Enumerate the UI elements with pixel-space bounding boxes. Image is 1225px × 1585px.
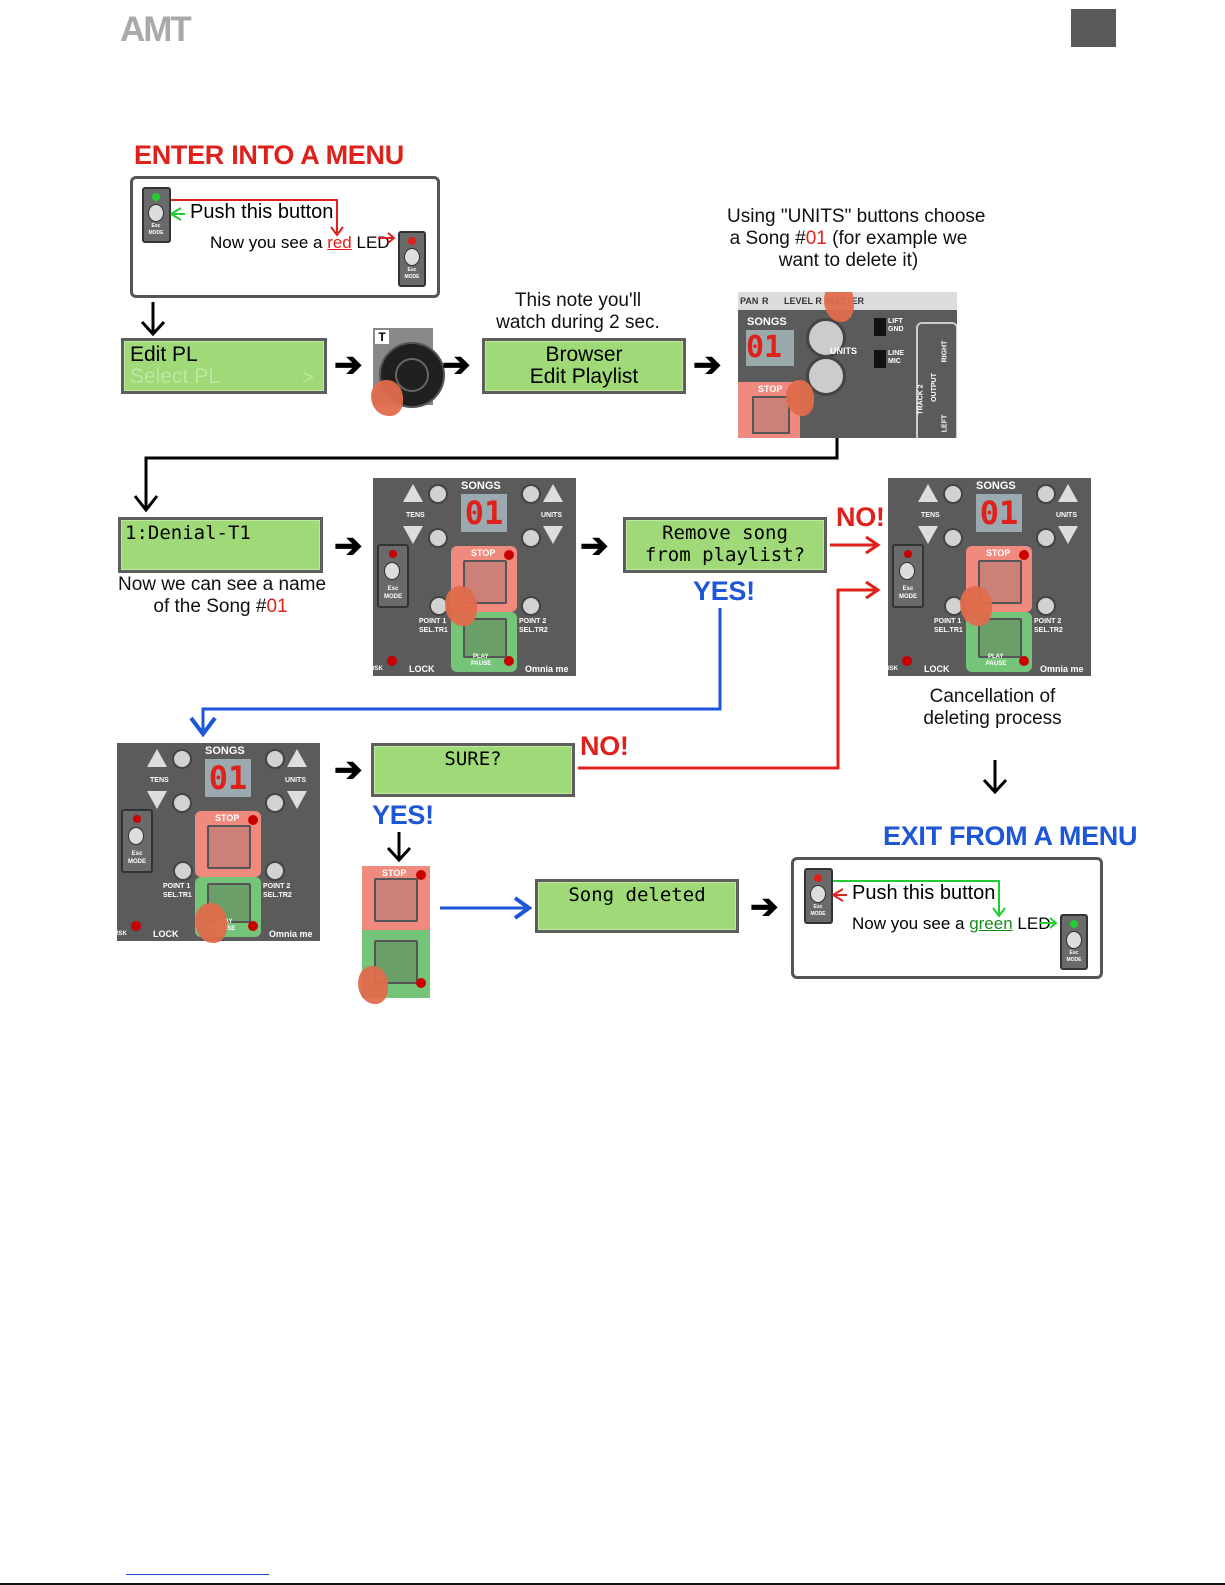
lcd-line-1: Browser [545,343,623,366]
seven-segment-display: 01 [205,759,251,797]
title-enter-menu: ENTER INTO A MENU [134,140,404,170]
exit-instruction-box: Esc MODE Push this button Now you see a … [791,857,1103,979]
hand-pointer-icon [195,903,227,943]
lcd-line-2: Select PL [130,365,220,388]
down-arrow-icon [980,758,1010,804]
answer-no-2: NO! [580,731,629,761]
seven-segment-display: 01 [976,494,1022,532]
esc-mode-button-icon: Esc MODE [121,809,153,873]
encoder-knob-photo: T [371,328,445,416]
lcd-song-deleted: Song deleted [535,879,739,933]
lcd-line-1: Song deleted [568,884,706,906]
amt-logo: AMT [120,12,193,44]
esc-mode-button-icon: Esc MODE [377,544,409,608]
right-arrow-icon: ➔ [334,751,363,789]
control-panel-play-pressed: TENS SONGS 01 UNITS Esc MODE STOP PLAY P… [117,743,320,943]
right-arrow-icon: ➔ [580,527,609,565]
hand-pointer-icon [445,586,477,626]
exit-push-text: Push this button [852,882,996,904]
hand-pointer-icon [358,966,388,1004]
right-arrow-icon: ➔ [693,346,722,384]
control-panel-stop-pressed-2: TENS SONGS 01 UNITS Esc MODE STOP PLAY P… [888,478,1091,676]
esc-mode-button-icon: Esc MODE [804,868,833,924]
title-exit-menu: EXIT FROM A MENU [883,821,1138,851]
esc-mode-button-icon: Esc MODE [398,231,426,287]
lcd-line-1: Remove song [662,522,788,544]
enter-now-text: Now you see a red LED [210,233,390,252]
hand-pointer-icon [960,586,992,626]
control-panel-stop-pressed: TENS SONGS 01 UNITS Esc MODE STOP PLAY P… [373,478,576,676]
down-arrow-icon [140,302,166,337]
esc-mode-button-icon: Esc MODE [892,544,924,608]
connector-arrow-icon [133,438,839,513]
right-arrow-icon: ➔ [750,888,779,926]
lcd-line-2: Edit Playlist [529,365,639,388]
down-arrow-icon [386,832,412,863]
lcd-line-1: Edit PL [130,343,198,366]
lcd-arrow: > [302,367,314,389]
answer-yes-1: YES! [693,576,755,606]
lcd-edit-pl: Edit PL Select PL > [121,338,327,394]
right-arrow-green-icon [1040,917,1058,929]
hand-pointer-icon [371,380,403,416]
push-arrow-icon [832,880,1006,918]
lcd-browser: Browser Edit Playlist [482,338,686,394]
right-arrow-icon: ➔ [442,346,471,384]
lcd-line-1: SURE? [444,748,502,770]
song-name-caption: Now we can see a name of the Song #01 [118,574,327,617]
answer-no-1: NO! [836,502,885,532]
right-arrow-icon: ➔ [334,346,363,384]
footer-rule [0,1583,1225,1585]
lcd-line-2: from playlist? [644,544,806,566]
esc-mode-button-icon: Esc MODE [1060,914,1088,970]
lcd-remove-song: Remove song from playlist? [623,517,827,573]
right-arrow-icon: ➔ [334,527,363,565]
units-panel-photo: PAN R LEVEL R MASTER SONGS 01 UNITS STOP… [738,292,957,438]
logo-text: AMT [120,12,191,44]
exit-now-text: Now you see a green LED [852,914,1051,933]
seven-segment-display: 01 [746,330,794,366]
answer-yes-2: YES! [372,800,434,830]
enter-instruction-box: Esc MODE Push this button Now you see a … [130,176,440,298]
footer-link-underline [126,1574,269,1575]
esc-mode-button-icon: Esc MODE [142,187,171,243]
lcd-line-1: 1:Denial-T1 [125,522,251,544]
lcd-sure: SURE? [371,743,575,797]
seven-segment-display: 01 [461,494,507,532]
enter-push-text: Push this button [190,201,334,223]
page-marker [1071,9,1116,47]
hand-pointer-icon [786,380,814,416]
push-arrow-icon [170,199,344,237]
lcd-song-name: 1:Denial-T1 [118,517,323,573]
right-arrow-red-icon [378,232,396,244]
units-caption: Using "UNITS" buttons choose a Song #01 … [727,206,986,271]
units-up-button [806,318,846,358]
units-down-button [806,356,846,396]
stop-play-pad-photo: STOP [358,866,430,1004]
